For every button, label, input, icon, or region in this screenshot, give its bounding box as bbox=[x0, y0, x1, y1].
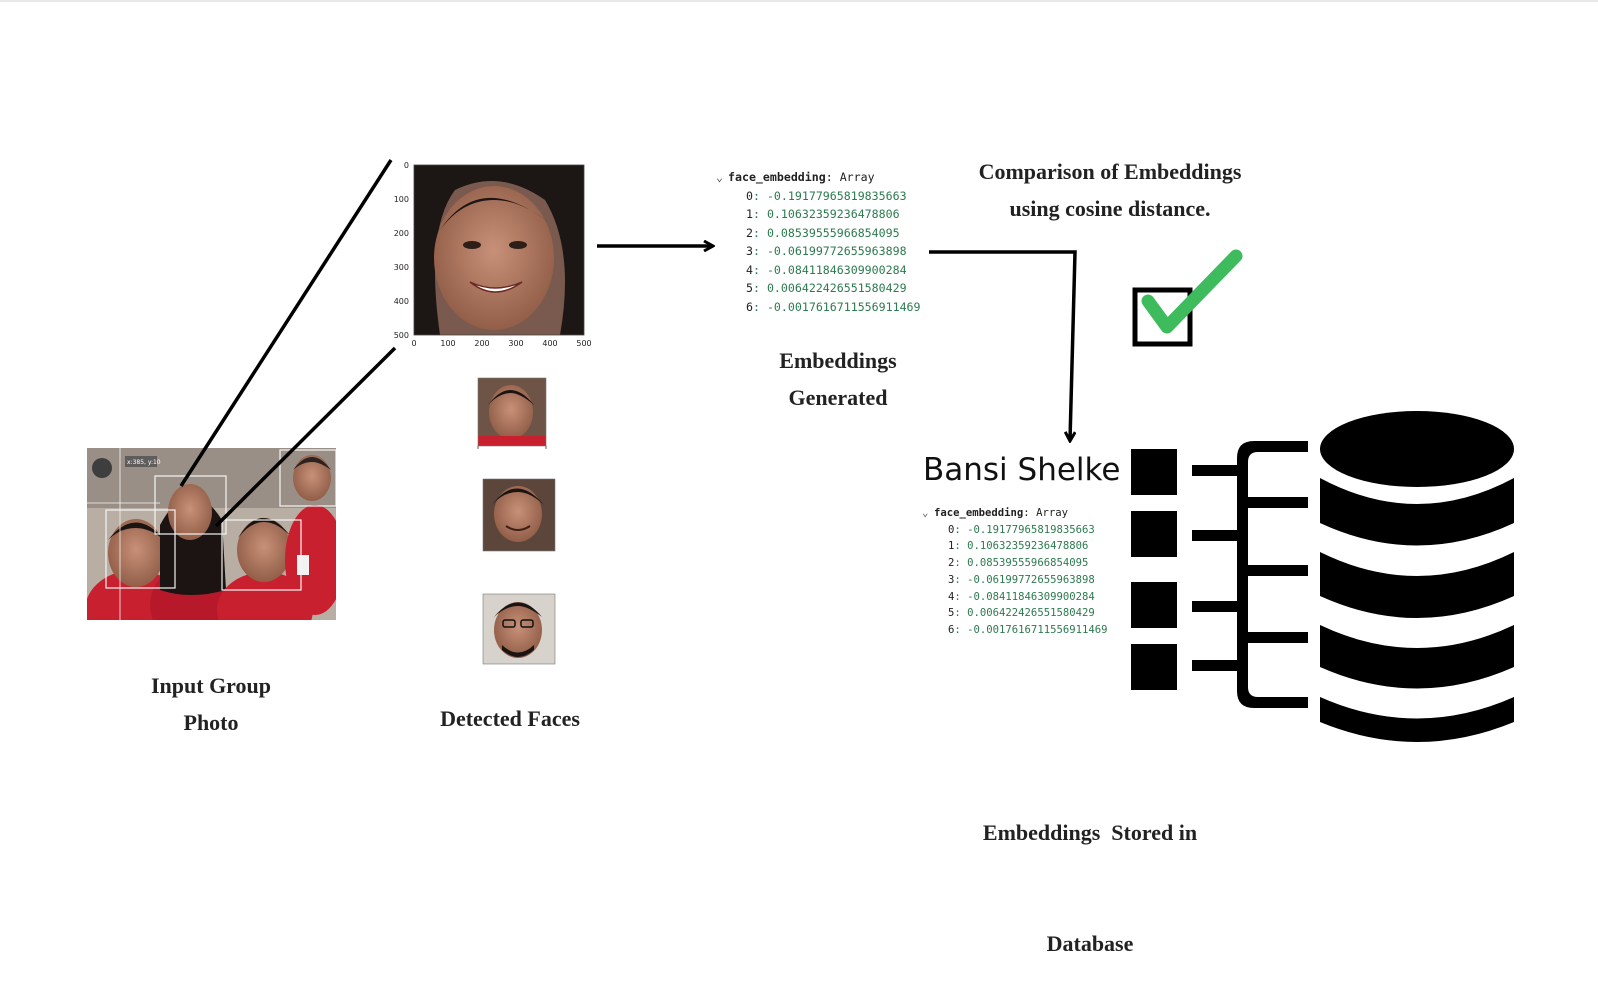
embedding-generated-value: 0.006422426551580429 bbox=[766, 281, 907, 295]
embedding-generated-row: 0: -0.19177965819835663 bbox=[746, 188, 907, 203]
embedding-generated-value: -0.0017616711556911469 bbox=[766, 299, 921, 314]
y-tick-label: 500 bbox=[394, 331, 409, 340]
embedding-generated-index: 3 bbox=[746, 244, 753, 258]
checkmark-icon bbox=[1141, 249, 1243, 334]
embedding-stored-type: Array bbox=[1036, 507, 1068, 519]
embedding-stored-row: 5: 0.006422426551580429 bbox=[948, 607, 1095, 620]
y-tick-label: 0 bbox=[404, 161, 409, 170]
caption-input-line1: Input Group bbox=[150, 673, 272, 698]
embedding-stored-index: 6 bbox=[948, 623, 955, 636]
embedding-stored-value: -0.19177965819835663 bbox=[967, 523, 1095, 536]
embedding-stored-list: ⌄face_embedding: Array 0: -0.19177965819… bbox=[922, 505, 1107, 639]
embedding-generated-index: 2 bbox=[746, 225, 753, 240]
y-tick-label: 200 bbox=[394, 229, 409, 238]
x-tick-label: 500 bbox=[576, 339, 591, 348]
embedding-stored-row: 6: -0.0017616711556911469 bbox=[948, 623, 1108, 636]
embedding-generated-value: 0.10632359236478806 bbox=[766, 207, 900, 221]
embedding-stored-index: 1 bbox=[948, 540, 955, 553]
embedding-generated-type: Array bbox=[839, 170, 875, 184]
embedding-generated-row: 6: -0.0017616711556911469 bbox=[746, 299, 921, 314]
y-tick-label: 400 bbox=[394, 297, 409, 306]
embedding-stored-row: 3: -0.06199772655963898 bbox=[948, 573, 1095, 586]
detected-face-thumb-2 bbox=[482, 478, 556, 552]
caption-comparison-line1: Comparison of Embeddings bbox=[978, 159, 1242, 184]
detected-face-thumb-3 bbox=[482, 593, 556, 665]
embedding-generated-index: 0 bbox=[746, 188, 753, 203]
embedding-stored-index: 3 bbox=[948, 573, 955, 586]
large-face-x-ticks: 0 100 200 300 400 500 bbox=[411, 339, 591, 348]
embedding-stored-index: 4 bbox=[948, 590, 955, 603]
x-tick-label: 200 bbox=[474, 339, 489, 348]
x-tick-label: 400 bbox=[542, 339, 557, 348]
embedding-generated-index: 5 bbox=[746, 281, 753, 295]
embedding-stored-value: 0.006422426551580429 bbox=[967, 607, 1095, 620]
caption-stored-database: Embeddings Stored in Database bbox=[940, 740, 1240, 999]
database-schema-icon bbox=[1131, 441, 1308, 708]
caption-comparison: Comparison of Embeddings using cosine di… bbox=[940, 153, 1280, 227]
database-icon bbox=[1320, 411, 1514, 742]
embedding-generated-list: ⌄face_embedding: Array 0: -0.19177965819… bbox=[716, 168, 921, 316]
x-tick-label: 300 bbox=[508, 339, 523, 348]
embedding-generated-row: 1: 0.10632359236478806 bbox=[746, 207, 900, 221]
embedding-generated-index: 1 bbox=[746, 207, 753, 221]
embedding-stored-row: 1: 0.10632359236478806 bbox=[948, 540, 1089, 553]
large-face-plot: 0 100 200 300 400 500 0 100 200 300 400 500 bbox=[394, 161, 592, 348]
arrow-to-database bbox=[929, 250, 1077, 440]
embedding-stored-row: 4: -0.08411846309900284 bbox=[948, 590, 1095, 603]
embedding-generated-header: ⌄face_embedding: Array bbox=[716, 168, 921, 187]
caption-embeddings-generated: Embeddings Generated bbox=[748, 342, 928, 416]
y-tick-label: 300 bbox=[394, 263, 409, 272]
embedding-generated-row: 5: 0.006422426551580429 bbox=[746, 281, 907, 295]
x-tick-label: 0 bbox=[411, 339, 416, 348]
embedding-generated-row: 4: -0.08411846309900284 bbox=[746, 262, 907, 277]
embedding-stored-index: 5 bbox=[948, 607, 955, 620]
embedding-stored-value: 0.10632359236478806 bbox=[967, 540, 1089, 553]
input-group-photo: x:385, y:10 bbox=[87, 448, 336, 620]
zoom-line-bottom bbox=[214, 346, 397, 528]
caption-detected-faces: Detected Faces bbox=[440, 706, 580, 731]
chevron-down-icon[interactable]: ⌄ bbox=[716, 170, 723, 184]
caption-input-photo: Input Group Photo bbox=[116, 667, 306, 741]
caption-stored-line1: Embeddings Stored in bbox=[982, 820, 1198, 845]
embedding-stored-key: face_embedding bbox=[934, 507, 1024, 519]
chevron-down-icon[interactable]: ⌄ bbox=[922, 507, 929, 519]
embedding-stored-header: ⌄face_embedding: Array bbox=[922, 505, 1107, 522]
embedding-generated-value: -0.06199772655963898 bbox=[766, 244, 907, 258]
embedding-stored-value: -0.06199772655963898 bbox=[967, 573, 1095, 586]
embedding-generated-row: 2: 0.08539555966854095 bbox=[746, 225, 900, 240]
y-tick-label: 100 bbox=[394, 195, 409, 204]
embedding-stored-index: 0 bbox=[948, 523, 955, 536]
embedding-generated-value: -0.19177965819835663 bbox=[766, 188, 907, 203]
embedding-generated-value: 0.08539555966854095 bbox=[766, 225, 900, 240]
embedding-stored-index: 2 bbox=[948, 557, 955, 570]
caption-stored-line2: Database bbox=[1046, 931, 1134, 956]
large-face-y-ticks: 0 100 200 300 400 500 bbox=[394, 161, 409, 340]
zoom-line-top bbox=[179, 159, 393, 487]
embedding-stored-row: 0: -0.19177965819835663 bbox=[948, 523, 1095, 536]
embedding-generated-row: 3: -0.06199772655963898 bbox=[746, 244, 907, 258]
embedding-stored-value: 0.08539555966854095 bbox=[967, 557, 1089, 570]
checkbox-icon bbox=[1132, 287, 1193, 347]
photo-overlay-label: x:385, y:10 bbox=[127, 459, 161, 466]
person-name: Bansi Shelke bbox=[923, 452, 1121, 488]
caption-input-line2: Photo bbox=[183, 710, 239, 735]
caption-generated-line1: Embeddings bbox=[779, 348, 897, 373]
embedding-generated-value: -0.08411846309900284 bbox=[766, 262, 907, 277]
top-border bbox=[0, 0, 1598, 2]
caption-generated-line2: Generated bbox=[788, 385, 888, 410]
embedding-generated-index: 6 bbox=[746, 299, 753, 314]
caption-comparison-line2: using cosine distance. bbox=[1009, 196, 1211, 221]
detected-face-thumb-1 bbox=[477, 377, 547, 449]
embedding-stored-row: 2: 0.08539555966854095 bbox=[948, 557, 1089, 570]
embedding-generated-key: face_embedding bbox=[728, 170, 826, 184]
embedding-generated-index: 4 bbox=[746, 262, 753, 277]
embedding-stored-value: -0.0017616711556911469 bbox=[967, 623, 1108, 636]
embedding-stored-value: -0.08411846309900284 bbox=[967, 590, 1095, 603]
x-tick-label: 100 bbox=[440, 339, 455, 348]
